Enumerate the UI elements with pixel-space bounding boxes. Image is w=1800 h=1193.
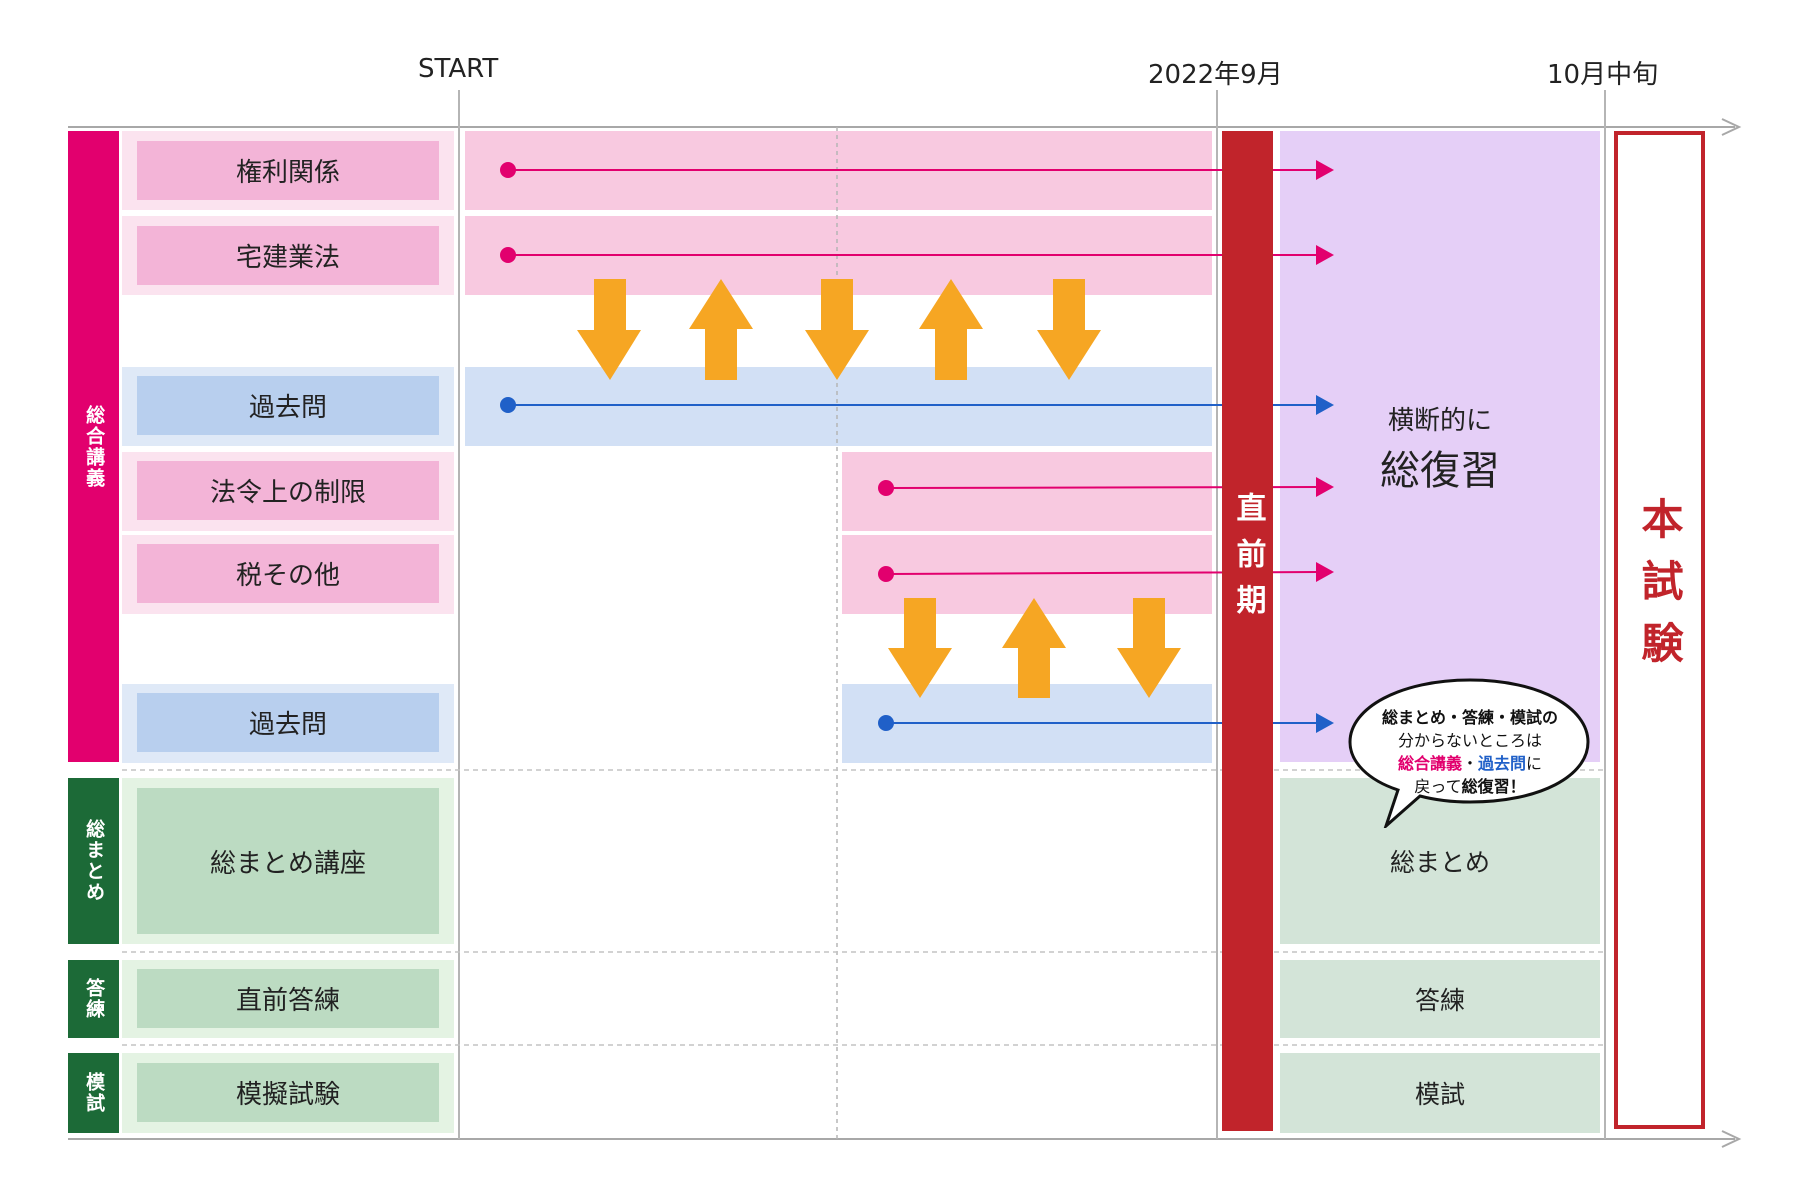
bubble-line-3: 総合講義・過去問に — [1397, 754, 1543, 773]
speech-bubble-shape — [1348, 678, 1590, 828]
honshiken-box: 本試験 — [1614, 131, 1705, 1129]
row-label-takkengyoho: 宅建業法 — [137, 226, 439, 285]
category-so-matome: 総まとめ — [68, 778, 119, 944]
row-label-chokuzen-toren: 直前答練 — [137, 969, 439, 1028]
progress-line-kenri — [500, 160, 1334, 180]
chokuzenki-column: 直前期 — [1222, 131, 1273, 1131]
timeline-start-label: START — [418, 54, 499, 84]
review-text-line1: 横断的に — [1387, 406, 1492, 436]
row-label-zei-sonota: 税その他 — [137, 544, 439, 603]
orange-arrow-up-2 — [919, 279, 983, 380]
row-label-mogi-shiken: 模擬試験 — [137, 1063, 439, 1122]
row-label-kakomon-2: 過去問 — [137, 693, 439, 752]
row-label-horei-seigen: 法令上の制限 — [137, 461, 439, 520]
category-sogo-kogi: 総合講義 — [68, 131, 119, 762]
bar-horei — [842, 452, 1212, 531]
review-text-line2: 総復習 — [1380, 448, 1500, 494]
speech-bubble-text: 総まとめ・答練・模試の 分からないところは 総合講義・過去問に 戻って総復習！ — [1350, 706, 1590, 798]
category-sogo-kogi-text: 総合講義 — [83, 404, 106, 489]
timeline-mid-october-label: 10月中旬 — [1547, 60, 1659, 90]
orange-arrow-down-3 — [1037, 279, 1101, 380]
speech-bubble — [1348, 678, 1590, 828]
orange-arrow-up-1 — [689, 279, 753, 380]
orange-arrow-up-3 — [1002, 598, 1066, 698]
right-box-toren: 答練 — [1280, 960, 1600, 1038]
orange-arrow-down-4 — [888, 598, 952, 698]
category-moshi: 模試 — [68, 1053, 119, 1133]
row-label-kenri-kankei: 権利関係 — [137, 141, 439, 200]
orange-arrow-down-2 — [805, 279, 869, 380]
bar-kakomon-1 — [465, 367, 1212, 446]
right-box-moshi: 模試 — [1280, 1053, 1600, 1133]
bubble-line-1: 総まとめ・答練・模試の — [1381, 708, 1558, 727]
bubble-line-4: 戻って総復習！ — [1414, 777, 1526, 796]
timeline-september-label: 2022年9月 — [1148, 60, 1283, 90]
category-toren: 答練 — [68, 960, 119, 1038]
progress-line-kakomon-1 — [500, 395, 1334, 415]
right-box-so-matome: 総まとめ — [1280, 778, 1600, 944]
row-label-kakomon-1: 過去問 — [137, 376, 439, 435]
orange-arrow-down-1 — [577, 279, 641, 380]
row-label-so-matome-koza: 総まとめ講座 — [137, 788, 439, 934]
bottom-axis-arrowhead — [1721, 1130, 1742, 1148]
progress-line-takken — [500, 245, 1334, 265]
orange-arrow-down-5 — [1117, 598, 1181, 698]
top-axis-arrowhead — [1721, 118, 1742, 136]
bubble-line-2: 分からないところは — [1397, 731, 1542, 750]
review-area — [1280, 131, 1600, 762]
